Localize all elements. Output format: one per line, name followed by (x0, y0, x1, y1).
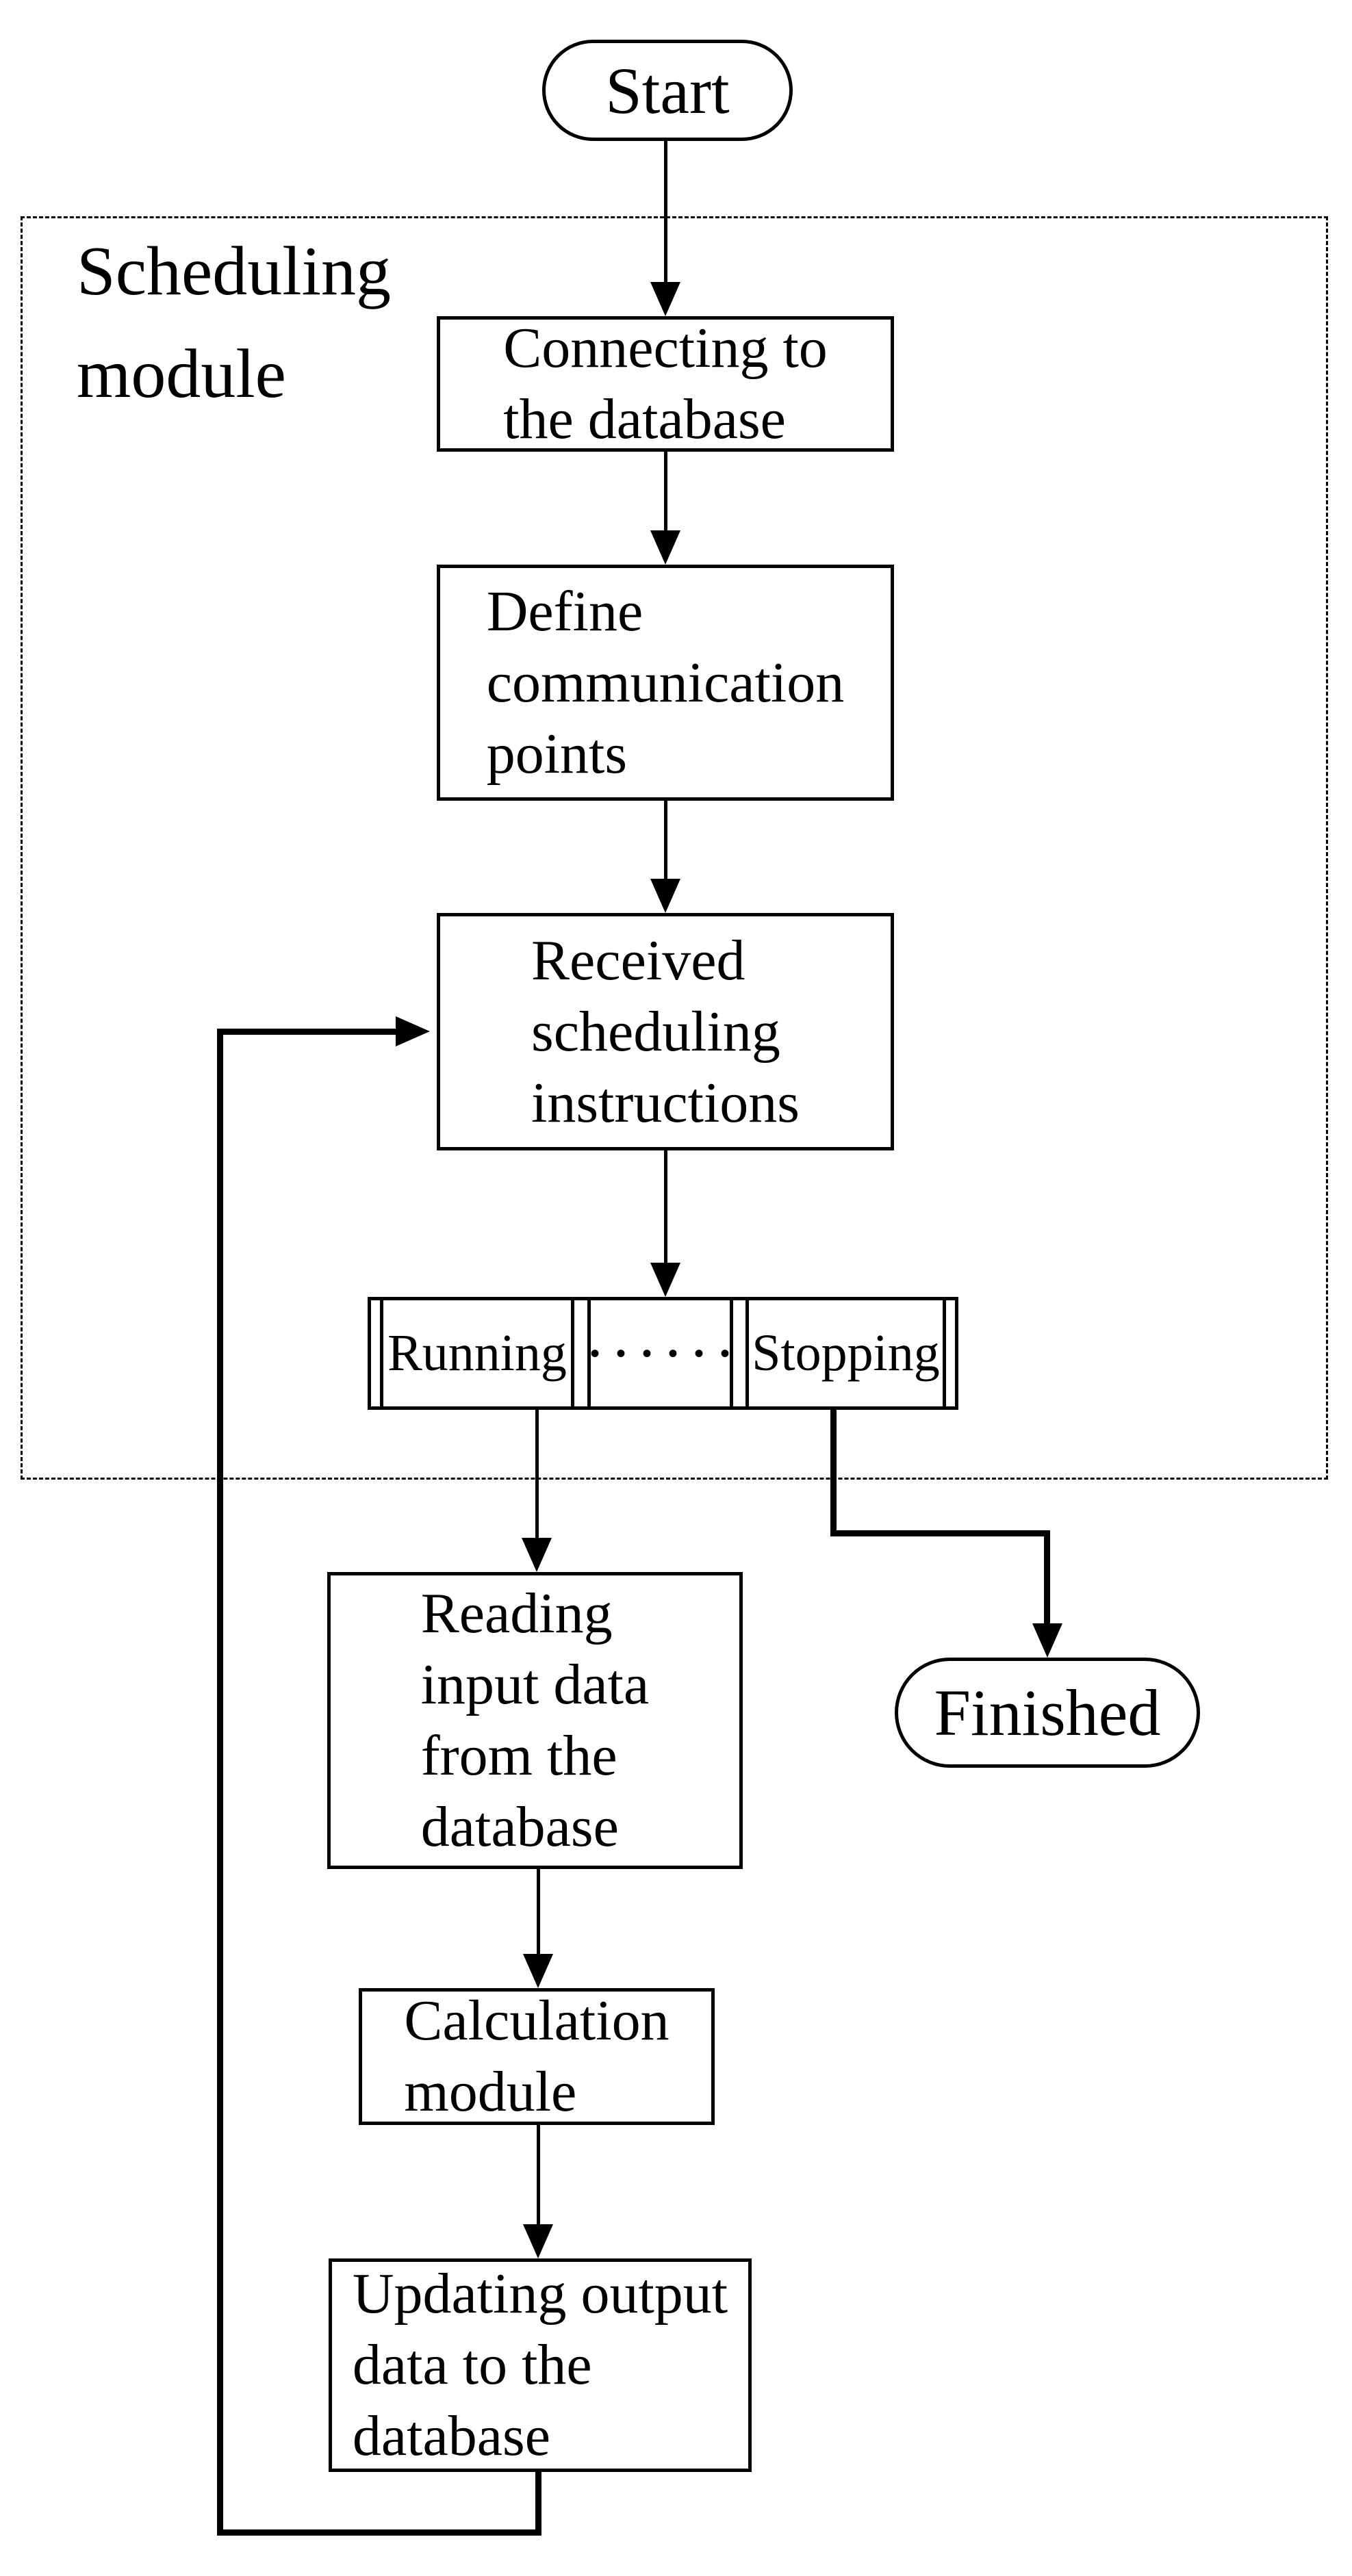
edge-calculation-updating-line (537, 2125, 540, 2224)
edge-running-reading-line (535, 1410, 539, 1538)
edge-running-reading-arrow (522, 1538, 552, 1572)
node-connecting-label: Connecting to the database (503, 316, 828, 451)
edge-received-states-line (664, 1150, 667, 1263)
loop-updating-received-seg-top (217, 1029, 397, 1035)
loop-updating-received-seg-left (217, 1029, 223, 2536)
node-finished: Finished (895, 1658, 1200, 1768)
edge-calculation-updating-arrow (523, 2224, 553, 2258)
loop-updating-received-arrow (396, 1016, 430, 1046)
loop-updating-received-seg-down (535, 2472, 541, 2536)
node-state-stopping: Stopping (745, 1300, 946, 1406)
node-updating: Updating output data to the database (329, 2258, 752, 2472)
node-updating-label: Updating output data to the database (352, 2262, 728, 2468)
node-finished-label: Finished (934, 1676, 1161, 1749)
ellipsis-dots: •••••• (589, 1337, 747, 1369)
node-state-ellipsis: •••••• (587, 1300, 733, 1406)
edge-connecting-define-line (664, 452, 667, 530)
node-state-running: Running (380, 1300, 574, 1406)
node-state-stopping-label: Stopping (752, 1324, 940, 1382)
node-reading: Reading input data from the database (327, 1572, 743, 1869)
node-received-label: Received scheduling instructions (531, 928, 800, 1135)
node-connecting: Connecting to the database (437, 316, 894, 452)
edge-stopping-finished-arrow (1032, 1623, 1062, 1658)
edge-connecting-define-arrow (650, 530, 680, 565)
loop-updating-received-seg-bottom (217, 2529, 541, 2536)
node-state-running-label: Running (387, 1324, 567, 1382)
node-received: Received scheduling instructions (437, 913, 894, 1150)
node-reading-label: Reading input data from the database (420, 1582, 650, 1859)
node-define-label: Define communication points (486, 579, 845, 786)
node-calculation-label: Calculation module (404, 1989, 669, 2124)
node-state-strip: Running •••••• Stopping (368, 1297, 958, 1410)
scheduling-module-label: Scheduling module (77, 233, 391, 413)
edge-stopping-finished-seg-down2 (1044, 1530, 1050, 1628)
edge-define-received-line (664, 801, 667, 879)
edge-start-connecting-line (664, 140, 667, 285)
edge-define-received-arrow (650, 879, 680, 913)
edge-start-connecting-arrow (650, 282, 680, 316)
node-start-label: Start (605, 53, 730, 127)
edge-stopping-finished-seg-right (830, 1530, 1050, 1536)
edge-reading-calculation-line (537, 1869, 540, 1954)
edge-reading-calculation-arrow (523, 1954, 553, 1988)
node-define: Define communication points (437, 565, 894, 801)
scheduling-module-frame (21, 216, 1328, 1480)
edge-stopping-finished-seg-down (830, 1410, 837, 1536)
node-start: Start (542, 40, 793, 141)
edge-received-states-arrow (650, 1263, 680, 1297)
node-calculation: Calculation module (359, 1988, 715, 2125)
